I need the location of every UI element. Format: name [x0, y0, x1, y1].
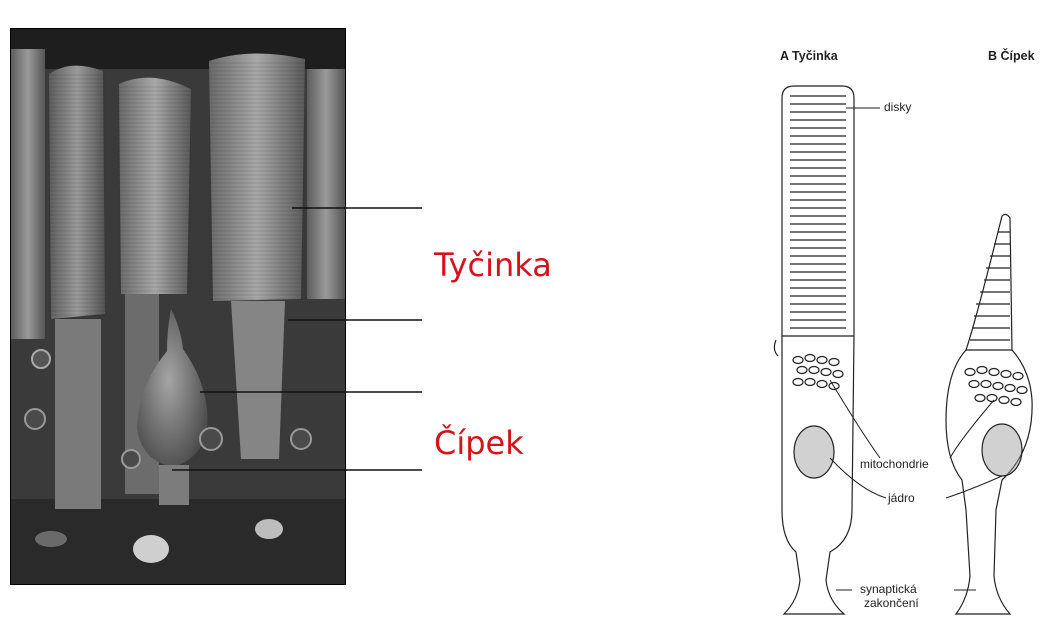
- nucleus-label: jádro: [888, 492, 915, 505]
- cone-outer-segment: [966, 214, 1012, 350]
- rod-title: A Tyčinka: [780, 50, 838, 63]
- synaptic-label-2: zakončení: [864, 597, 919, 610]
- synaptic-label-1: synaptická: [860, 583, 917, 596]
- mitochondria-label: mitochondrie: [860, 458, 929, 471]
- rod-label: Tyčinka: [434, 249, 552, 281]
- cone-label: Čípek: [434, 427, 524, 459]
- disks-label: disky: [884, 101, 911, 114]
- rod-nucleus: [794, 426, 834, 478]
- cone-mitochondria: [965, 367, 1027, 406]
- rod-mitochondria: [793, 355, 843, 390]
- cone-discs: [970, 232, 1010, 340]
- leader-lines: [830, 108, 1002, 590]
- cone-nucleus: [982, 424, 1022, 476]
- photoreceptor-schematic: A Tyčinka B Čípek disky mitochondrie jád…: [740, 40, 1056, 624]
- rod-outline: [782, 86, 854, 336]
- cone-title: B Čípek: [988, 50, 1035, 63]
- rod-discs: [790, 96, 846, 328]
